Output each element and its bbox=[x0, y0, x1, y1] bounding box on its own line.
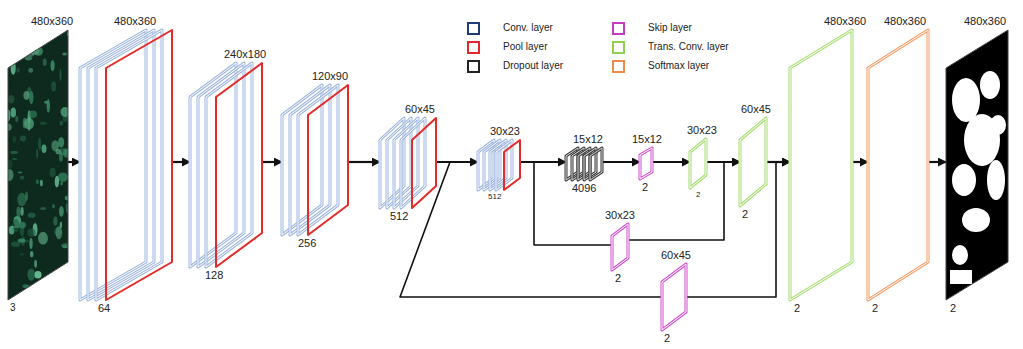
layer-stack: 480x36064 bbox=[80, 30, 172, 300]
layer-slabs bbox=[380, 118, 436, 208]
size-label: 240x180 bbox=[224, 48, 266, 61]
layer-slabs bbox=[946, 30, 1008, 300]
legend-entry: Conv. layer bbox=[467, 22, 535, 34]
size-label: 60x45 bbox=[741, 103, 771, 116]
legend-entry: Softmax layer bbox=[612, 60, 691, 72]
flow-arrow bbox=[172, 161, 190, 163]
size-label: 480x360 bbox=[884, 15, 926, 28]
layer-slabs bbox=[690, 139, 706, 188]
channel-label: 2 bbox=[642, 181, 648, 194]
layer-stack: 60x452 bbox=[740, 118, 766, 206]
legend-entry: Skip layer bbox=[612, 22, 674, 34]
layer-slabs bbox=[80, 30, 172, 300]
flow-arrow bbox=[928, 161, 946, 163]
legend-text: Pool layer bbox=[503, 41, 547, 53]
layer-stack: 480x3603 bbox=[8, 30, 68, 300]
legend-swatch bbox=[612, 60, 625, 73]
legend-text: Softmax layer bbox=[648, 60, 709, 72]
size-label: 30x23 bbox=[605, 209, 635, 222]
channel-label: 64 bbox=[98, 302, 110, 315]
legend-swatch bbox=[467, 41, 480, 54]
flow-arrow bbox=[262, 161, 282, 163]
legend-entry: Pool layer bbox=[467, 41, 529, 53]
legend-text: Conv. layer bbox=[503, 22, 553, 34]
size-label: 30x23 bbox=[490, 125, 520, 138]
channel-label: 2 bbox=[872, 302, 878, 315]
channel-label: 2 bbox=[794, 302, 800, 315]
layer-slabs bbox=[190, 63, 262, 267]
legend-swatch bbox=[467, 22, 480, 35]
layer-stack: 30x232 bbox=[612, 224, 628, 270]
layer-stack: 120x90256 bbox=[282, 85, 348, 235]
flow-arrow bbox=[348, 161, 380, 163]
layer-stack: 480x3602 bbox=[868, 30, 928, 300]
layer-slabs bbox=[282, 85, 348, 235]
size-label: 480x360 bbox=[31, 15, 73, 28]
channel-label: 128 bbox=[205, 269, 223, 282]
size-label: 15x12 bbox=[632, 133, 662, 146]
layer-stack: 30x23512 bbox=[478, 140, 520, 190]
size-label: 30x23 bbox=[687, 124, 717, 137]
channel-label: 512 bbox=[488, 192, 501, 201]
channel-label: 2 bbox=[615, 272, 621, 285]
size-label: 120x90 bbox=[312, 70, 348, 83]
legend-text: Skip layer bbox=[648, 22, 692, 34]
legend-text: Dropout layer bbox=[503, 60, 563, 72]
layer-stack: 60x45512 bbox=[380, 118, 436, 208]
layer-slabs bbox=[790, 30, 852, 300]
layer-stack: 480x3602 bbox=[790, 30, 852, 300]
size-label: 60x45 bbox=[405, 103, 435, 116]
flow-arrow bbox=[652, 161, 690, 163]
flow-arrow bbox=[602, 161, 640, 163]
layer-stack: 480x3602 bbox=[946, 30, 1008, 300]
flow-arrow bbox=[628, 162, 740, 240]
layer-slabs bbox=[740, 118, 766, 206]
channel-label: 2 bbox=[664, 332, 670, 345]
legend-text: Trans. Conv. layer bbox=[648, 41, 729, 53]
flow-arrow bbox=[68, 161, 80, 163]
flow-arrow bbox=[400, 162, 662, 297]
legend-entry: Dropout layer bbox=[467, 60, 545, 72]
layer-slabs bbox=[612, 224, 628, 270]
legend-entry: Trans. Conv. layer bbox=[612, 41, 711, 53]
channel-label: 2 bbox=[950, 302, 956, 315]
channel-label: 4096 bbox=[572, 182, 596, 195]
channel-label: 256 bbox=[298, 237, 316, 250]
channel-label: 3 bbox=[10, 302, 16, 314]
layer-slabs bbox=[640, 148, 652, 179]
size-label: 480x360 bbox=[964, 15, 1006, 28]
size-label: 480x360 bbox=[114, 15, 156, 28]
layer-stack: 15x122 bbox=[640, 148, 652, 179]
legend-swatch bbox=[612, 41, 625, 54]
size-label: 15x12 bbox=[573, 133, 603, 146]
layer-slabs bbox=[478, 140, 520, 190]
layer-slabs bbox=[566, 148, 602, 180]
layer-slabs bbox=[868, 30, 928, 300]
layer-slabs bbox=[662, 264, 686, 330]
flow-arrow bbox=[686, 162, 790, 297]
layer-stack: 15x124096 bbox=[566, 148, 602, 180]
layer-stack: 30x232 bbox=[690, 139, 706, 188]
layer-stack: 240x180128 bbox=[190, 63, 262, 267]
channel-label: 2 bbox=[742, 208, 748, 221]
layer-stack: 60x452 bbox=[662, 264, 686, 330]
legend-swatch bbox=[467, 60, 480, 73]
channel-label: 2 bbox=[696, 190, 700, 199]
size-label: 60x45 bbox=[661, 249, 691, 262]
layer-slabs bbox=[8, 30, 68, 300]
channel-label: 512 bbox=[390, 210, 408, 223]
legend-swatch bbox=[612, 22, 625, 35]
flow-arrow bbox=[852, 161, 868, 163]
size-label: 480x360 bbox=[824, 15, 866, 28]
